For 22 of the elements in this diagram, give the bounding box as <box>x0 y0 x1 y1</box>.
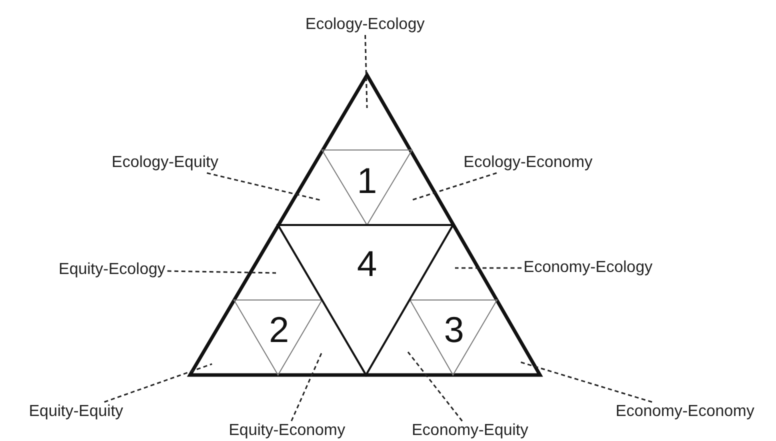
leader-line <box>167 270 276 274</box>
callout-label: Ecology-Ecology <box>305 16 425 34</box>
callout-label: Equity-Equity <box>28 403 124 421</box>
callout-label: Economy-Equity <box>412 422 528 440</box>
region-number: 1 <box>356 161 378 201</box>
callout-label: Ecology-Economy <box>464 154 592 172</box>
callout-label: Equity-Ecology <box>58 261 166 279</box>
leader-line <box>206 172 320 201</box>
leader-line <box>412 172 497 201</box>
region-number: 3 <box>444 310 464 350</box>
callout-label: Ecology-Equity <box>112 154 218 172</box>
leader-line <box>104 363 212 403</box>
leader-line <box>364 34 368 108</box>
callout-label: Economy-Ecology <box>524 259 652 277</box>
leader-line <box>407 352 463 422</box>
region-number: 4 <box>356 244 378 284</box>
callout-label: Equity-Economy <box>228 422 346 440</box>
region-number: 2 <box>268 310 290 350</box>
leader-line <box>520 361 652 403</box>
leader-line <box>290 352 323 422</box>
callout-label: Economy-Economy <box>616 403 754 421</box>
leader-line <box>455 267 522 269</box>
